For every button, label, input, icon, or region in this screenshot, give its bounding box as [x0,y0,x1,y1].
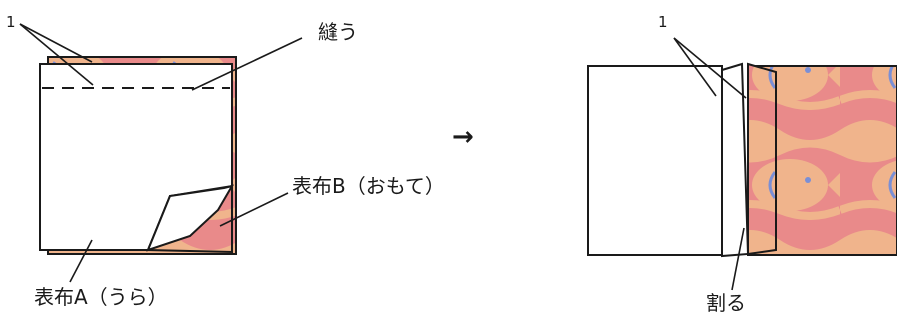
right-figure: 1 割る [587,13,897,315]
leader-line [731,227,745,291]
left-figure: 1 縫う 表布B（おもて） 表布A（うら） [6,13,445,309]
sew-label: 縫う [318,20,358,44]
fold-number-label: 1 [6,13,16,31]
step-arrow: → [452,122,474,152]
leader-line [673,37,747,99]
leader-line [673,37,717,97]
fabric-a-label: 表布A（うら） [34,285,168,309]
leader-line [191,37,303,91]
leader-line [69,239,93,283]
fold-number-label: 1 [658,13,668,31]
leader-line [219,192,289,227]
press-open-label: 割る [706,291,746,315]
fabric-b-label: 表布B（おもて） [292,174,445,198]
seam-allowance-a [721,62,750,258]
seam-allowance-b [747,62,777,256]
fabric-a-open [587,65,723,256]
folded-corner-flap [146,184,235,252]
leader-line [19,23,94,86]
leader-line [19,23,93,63]
